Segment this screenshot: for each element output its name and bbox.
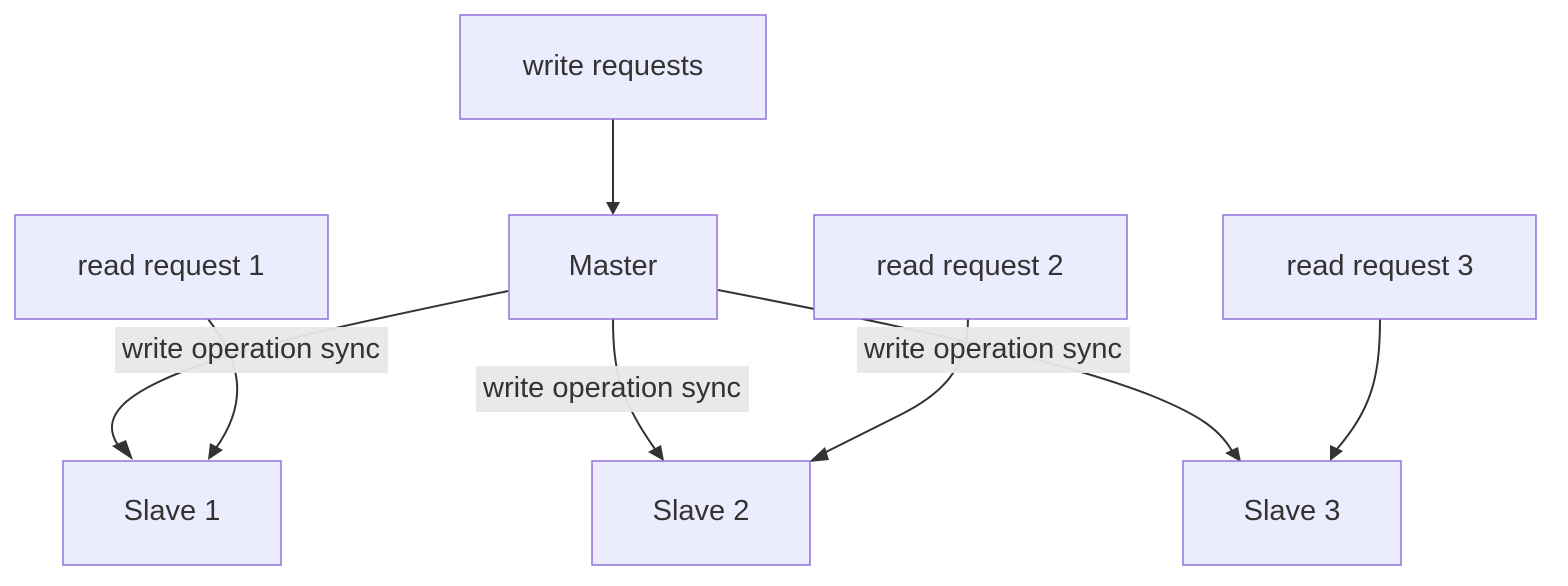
node-read-request-1[interactable]: read request 1 [14, 214, 329, 320]
edge-label-text: write operation sync [863, 333, 1122, 365]
node-box [459, 14, 767, 120]
arrowhead [112, 440, 133, 460]
nodes: write requests Master read request 1 rea… [14, 14, 1537, 566]
arrowhead [1225, 447, 1241, 462]
node-box [14, 214, 329, 320]
node-box [1182, 460, 1402, 566]
node-label: read request 3 [1286, 250, 1473, 282]
edge-label-text: write operation sync [121, 333, 380, 365]
arrowhead [208, 443, 223, 460]
node-label: Slave 1 [124, 495, 221, 527]
edge-label-text: write operation sync [482, 372, 741, 404]
node-label: read request 1 [77, 250, 264, 282]
arrowhead [1330, 445, 1343, 461]
node-label: write requests [522, 50, 704, 82]
node-slave-1[interactable]: Slave 1 [62, 460, 282, 566]
node-box [508, 214, 718, 320]
node-slave-3[interactable]: Slave 3 [1182, 460, 1402, 566]
node-read-request-3[interactable]: read request 3 [1222, 214, 1537, 320]
node-label: read request 2 [876, 250, 1063, 282]
node-write-requests[interactable]: write requests [459, 14, 767, 120]
edge-label-background [476, 366, 749, 412]
edge-line [1336, 318, 1381, 450]
node-master[interactable]: Master [508, 214, 718, 320]
arrowhead [809, 447, 829, 462]
node-label: Slave 2 [653, 495, 750, 527]
node-label: Master [569, 250, 658, 282]
edge-write-requests-to-master [606, 119, 620, 215]
node-box [62, 460, 282, 566]
edge-label-background [115, 327, 388, 373]
edge-labels: write operation sync write operation syn… [115, 327, 1130, 412]
edge-label-master-slave-3: write operation sync [857, 327, 1130, 373]
node-box [1222, 214, 1537, 320]
node-label: Slave 3 [1244, 495, 1341, 527]
node-read-request-2[interactable]: read request 2 [813, 214, 1128, 320]
node-box [813, 214, 1128, 320]
node-slave-2[interactable]: Slave 2 [591, 460, 811, 566]
edge-label-master-slave-2: write operation sync [476, 366, 749, 412]
edge-read-request-3-to-slave-3 [1330, 318, 1381, 461]
arrowhead [648, 445, 664, 461]
edge-label-master-slave-1: write operation sync [115, 327, 388, 373]
edge-label-background [857, 327, 1130, 373]
node-box [591, 460, 811, 566]
arrowhead [606, 202, 620, 215]
